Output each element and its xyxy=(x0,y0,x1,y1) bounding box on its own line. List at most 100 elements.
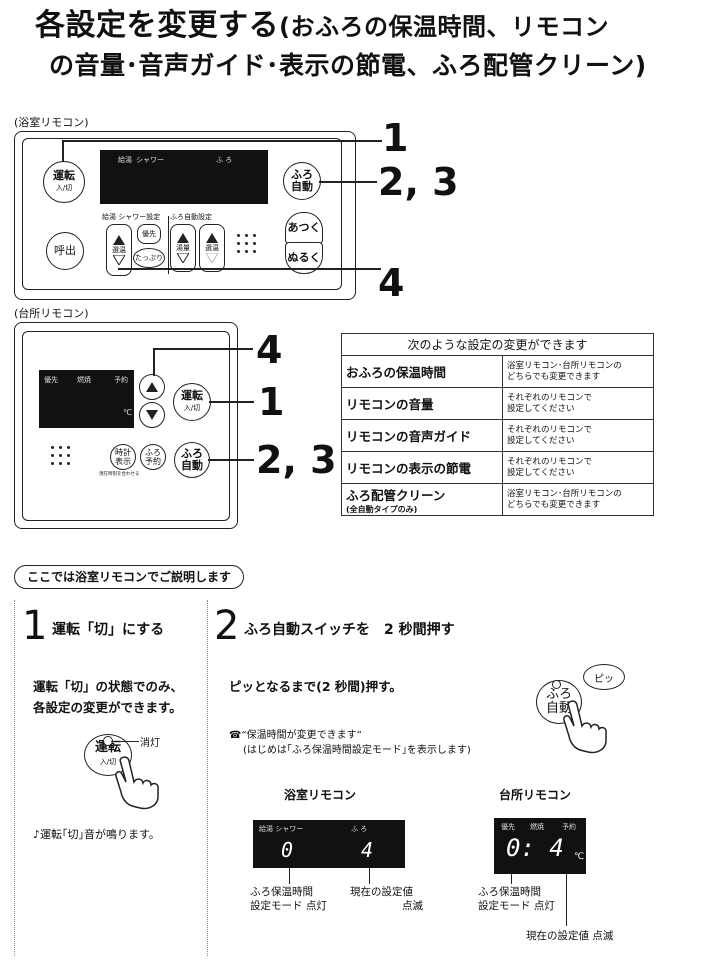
callout-line xyxy=(111,741,139,742)
cap-current-2: 点滅 xyxy=(402,900,423,912)
callout-line xyxy=(209,401,254,403)
setting-name: おふろの保温時間 xyxy=(341,355,503,388)
kitchen-lcd-label: 燃焼 xyxy=(77,376,91,384)
cooler-label: ぬるく xyxy=(287,251,321,264)
bath-hotter-button[interactable]: あつく xyxy=(285,212,323,244)
callout-bath-23: 2, 3 xyxy=(378,160,459,204)
title-paren: (おふろの保温時間、リモコン xyxy=(279,13,609,41)
lcd-left-digit: 0 xyxy=(281,838,294,862)
light-off-label: 消灯 xyxy=(140,738,160,749)
lcd-label: 給湯 シャワー xyxy=(259,825,304,833)
step2-title: ふろ自動スイッチを 2 秒間押す xyxy=(244,622,455,638)
callout-kit-23: 2, 3 xyxy=(256,438,337,482)
lcd-value: 0: 4 xyxy=(506,834,564,862)
bath-temperature-button[interactable]: 選温 xyxy=(199,224,225,272)
step1-body-1: 運転「切」の状態でのみ、 xyxy=(33,679,184,694)
step1-title: 運転「切」にする xyxy=(52,622,165,638)
callout-line xyxy=(566,874,567,926)
callout-line xyxy=(369,868,370,884)
plenty-label: たっぷり xyxy=(135,254,163,262)
kitchen-clock-sub: 現在時刻を合わせる xyxy=(99,472,140,477)
page-title-line2: の音量･音声ガイド･表示の節電、ふろ配管クリーン) xyxy=(49,51,647,80)
display-label: 表示 xyxy=(115,457,131,466)
callout-line xyxy=(153,348,155,376)
settings-table: 次のような設定の変更ができます おふろの保温時間 浴室リモコン･台所リモコンのど… xyxy=(341,333,654,516)
setting-desc: それぞれのリモコンで設定してください xyxy=(502,451,654,484)
kitchen-reserve-button[interactable]: ふろ予約 xyxy=(140,444,166,470)
bath-furo-auto-button[interactable]: ふろ自動 xyxy=(283,162,321,200)
kitchen-power-button[interactable]: 運転入/切 xyxy=(173,383,211,421)
cap-mode-2: 設定モード 点灯 xyxy=(250,900,327,912)
voice-icon: ☎ xyxy=(229,730,242,741)
bath-plenty-button[interactable]: たっぷり xyxy=(133,248,165,268)
desc-line: 設定してください xyxy=(507,435,575,446)
table-row: リモコンの表示の節電 それぞれのリモコンで設定してください xyxy=(341,451,654,484)
temp-select-label: 選温 xyxy=(112,246,126,254)
step2-note-1: ☎“保温時間が変更できます” xyxy=(229,726,362,741)
up-arrow-icon xyxy=(177,233,189,243)
kitchen-down-button[interactable] xyxy=(139,402,165,428)
bath-section-right: ふろ自動設定 xyxy=(170,213,212,221)
furo-label: ふろ xyxy=(291,168,313,181)
setting-name: リモコンの音声ガイド xyxy=(341,419,503,452)
temperature-label: 選温 xyxy=(205,244,219,252)
beep-bubble: ピッ xyxy=(583,664,625,690)
callout-line xyxy=(319,181,377,183)
furo-label: ふろ xyxy=(545,687,572,702)
bath-call-button[interactable]: 呼出 xyxy=(46,232,84,270)
table-row: ふろ配管クリーン(全自動タイプのみ) 浴室リモコン･台所リモコンのどちらでも変更… xyxy=(341,483,654,516)
bath-section-left: 給湯 シャワー設定 xyxy=(102,213,161,221)
power-label: 運転 xyxy=(53,169,75,182)
page-title: 各設定を変更する(おふろの保温時間、リモコン xyxy=(35,6,609,47)
table-row: リモコンの音量 それぞれのリモコンで設定してください xyxy=(341,387,654,420)
bath-priority-button[interactable]: 優先 xyxy=(137,224,161,244)
power-label: 運転 xyxy=(94,740,121,755)
kitchen-remote-label: (台所リモコン) xyxy=(14,307,89,320)
kitchen-lcd-unit: ℃ xyxy=(123,408,132,417)
kitchen-up-button[interactable] xyxy=(139,374,165,400)
step2-note-2: (はじめは｢ふろ保温時間設定モード｣を表示します) xyxy=(243,745,471,756)
pressing-hand-icon xyxy=(115,756,159,810)
step1-body-2: 各設定の変更ができます。 xyxy=(33,700,182,715)
bath-lcd-label: シャワー xyxy=(136,156,164,164)
indicator-lamp xyxy=(552,680,561,689)
power-label: 運転 xyxy=(181,389,203,402)
lcd-label: 予約 xyxy=(562,823,576,831)
down-arrow-icon xyxy=(206,253,218,263)
table-row: おふろの保温時間 浴室リモコン･台所リモコンのどちらでも変更できます xyxy=(341,355,654,388)
bath-water-level-button[interactable]: 湯量 xyxy=(170,224,196,272)
pressing-hand-icon xyxy=(563,700,607,754)
bath-temp-select-button[interactable]: 選温 xyxy=(106,224,132,276)
furo-label: ふろ xyxy=(145,448,161,457)
cap-current-1: 現在の設定値 xyxy=(350,886,413,898)
kitchen-clock-button[interactable]: 時計表示 xyxy=(110,444,136,470)
kitchen-lcd-demo: 優先 燃焼 予約 0: 4 ℃ xyxy=(494,818,586,874)
desc-line: 浴室リモコン･台所リモコンの xyxy=(507,488,622,499)
callout-line xyxy=(118,268,381,270)
bath-lcd-label: ふ ろ xyxy=(216,156,233,164)
desc-line: 設定してください xyxy=(507,467,575,478)
auto-label: 自動 xyxy=(181,459,203,472)
kitchen-furo-auto-button[interactable]: ふろ自動 xyxy=(174,442,210,478)
lcd-label: ふ ろ xyxy=(351,825,368,833)
bath-power-button[interactable]: 運転入/切 xyxy=(43,161,85,203)
lcd-unit: ℃ xyxy=(574,852,585,862)
auto-label: 自動 xyxy=(545,701,572,716)
bath-lcd-label: 給湯 xyxy=(118,156,132,164)
step1-left-border xyxy=(14,600,16,956)
up-arrow-icon xyxy=(206,233,218,243)
power-sub-label: 入/切 xyxy=(99,758,117,766)
auto-label: 自動 xyxy=(291,180,313,193)
bath-lcd: 給湯 シャワー ふ ろ xyxy=(100,150,268,204)
setting-name-text: ふろ配管クリーン xyxy=(346,487,446,503)
step-divider xyxy=(207,600,209,956)
down-arrow-icon xyxy=(146,410,158,420)
callout-line xyxy=(289,868,290,884)
desc-line: 設定してください xyxy=(507,403,575,414)
furo-label: ふろ xyxy=(181,447,203,460)
kitchen-lcd-label: 優先 xyxy=(44,376,58,384)
callout-kit-4: 4 xyxy=(256,328,283,372)
hotter-label: あつく xyxy=(287,221,321,234)
desc-line: どちらでも変更できます xyxy=(507,371,601,382)
water-level-label: 湯量 xyxy=(176,244,190,252)
